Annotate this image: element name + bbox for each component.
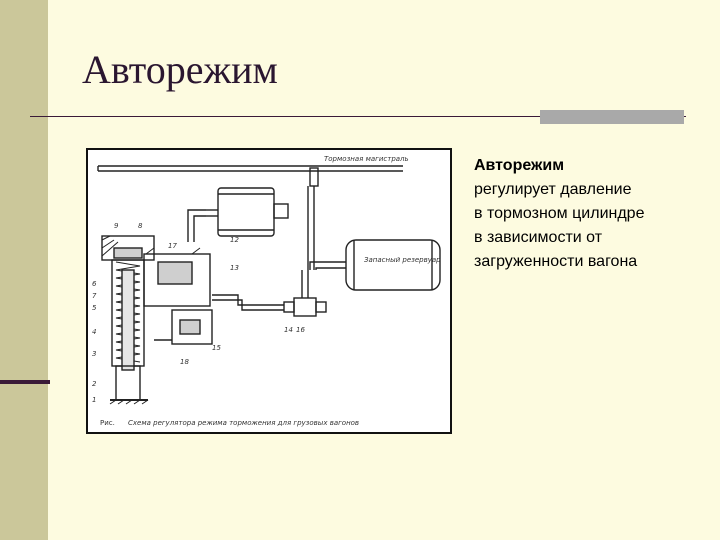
part-number: 7 [92, 292, 97, 300]
regulator-body [101, 235, 213, 405]
body-line: в тормозном цилиндре [474, 205, 645, 222]
figure-prefix: Рис. [100, 419, 115, 427]
part-number: 2 [92, 380, 97, 388]
reservoir-12 [206, 187, 289, 237]
part-number: 5 [92, 304, 97, 312]
auxiliary-reservoir [345, 239, 441, 291]
title-divider [30, 116, 686, 117]
part-number: 4 [92, 328, 96, 336]
diagram-svg: Тормозная магистраль Запасный резервуар … [92, 155, 441, 427]
part-number: 9 [114, 222, 119, 230]
part-number: 3 [92, 350, 96, 358]
part-number: 1 [92, 396, 96, 404]
body-line: в зависимости от [474, 229, 603, 246]
part-number: 6 [92, 280, 97, 288]
divider-accent-block [540, 110, 684, 124]
slide-title: Авторежим [82, 47, 278, 92]
side-bar-accent [0, 380, 50, 384]
part-number: 17 [168, 242, 177, 250]
part-number: 8 [138, 222, 143, 230]
brake-regulator-diagram: Тормозная магистраль Запасный резервуар … [86, 148, 452, 434]
part-number: 18 [180, 358, 189, 366]
part-number: 15 [212, 344, 221, 352]
slide-body-text: Авторежим регулирует давление в тормозно… [474, 154, 704, 274]
label-aux-reservoir: Запасный резервуар [364, 256, 441, 264]
part-number: 13 [230, 264, 239, 272]
body-line: загруженности вагона [474, 253, 638, 270]
label-brake-main: Тормозная магистраль [324, 155, 409, 163]
air-distributor-fitting [283, 270, 327, 317]
body-bold-term: Авторежим [474, 157, 565, 174]
body-line: регулирует давление [474, 181, 632, 198]
side-bar [0, 0, 48, 540]
part-number: 16 [296, 326, 305, 334]
figure-caption: Схема регулятора режима торможения для г… [128, 419, 359, 427]
part-number: 14 [284, 326, 293, 334]
part-number: 12 [230, 236, 239, 244]
